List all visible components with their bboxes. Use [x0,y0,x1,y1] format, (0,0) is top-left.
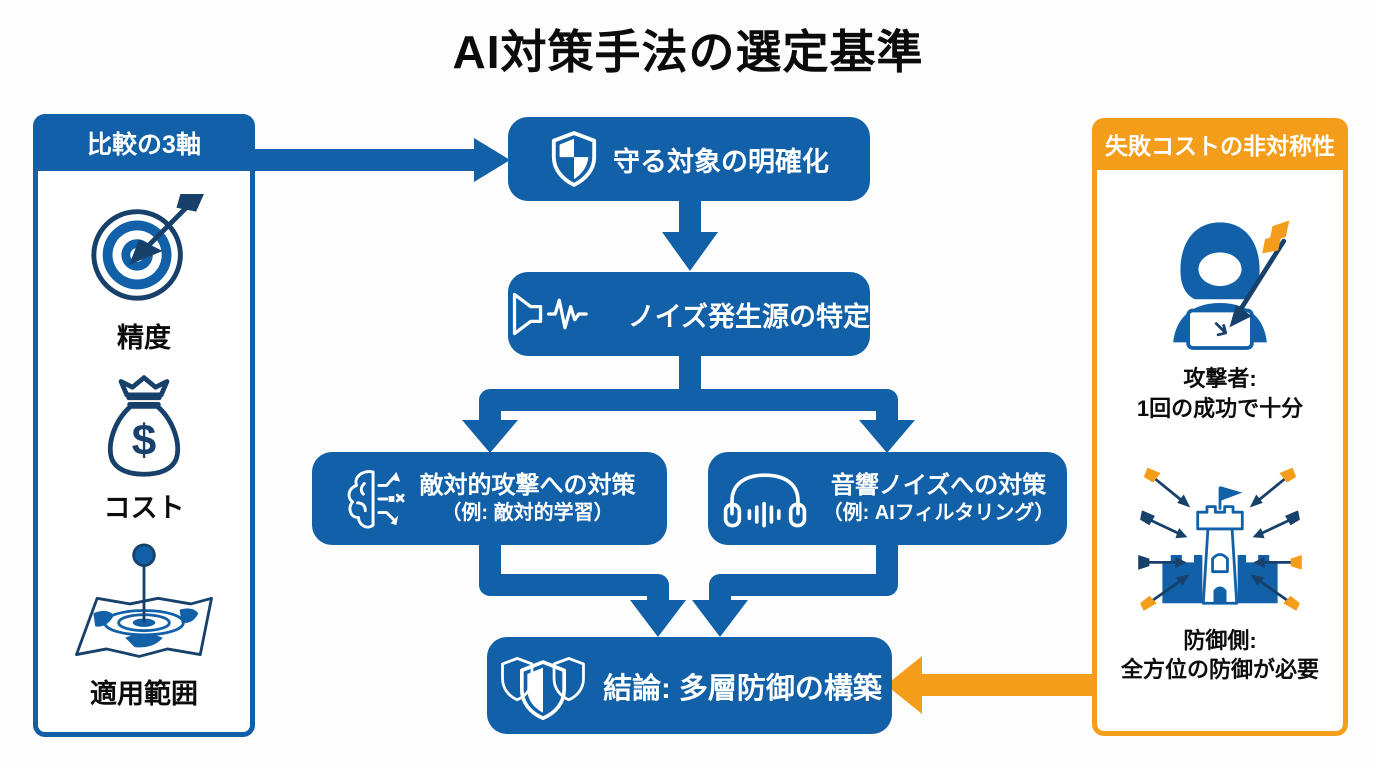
headphones-icon [723,472,806,527]
axis-item-cost: $ コスト [96,370,192,525]
arrow-right-panel-to-conclusion [886,656,1094,714]
multi-shield-icon [501,656,586,720]
left-panel-body: 精度 $ コスト [33,171,255,737]
split-arrowhead-left [462,420,518,453]
arrow-step1-to-step2 [662,201,718,271]
page-title: AI対策手法の選定基準 [452,26,924,78]
left-panel: 比較の3軸 精度 [33,114,255,737]
axis-item-accuracy: 精度 [80,192,208,355]
flow-branch-text: 敵対的攻撃への対策 （例: 敵対的学習） [420,471,636,526]
merge-connector-left [479,545,669,601]
flow-step-clarify-target: 守る対象の明確化 [508,117,870,201]
split-connector-bar [479,389,898,424]
axis-label: 精度 [117,323,171,353]
merge-arrowhead-left [630,600,686,637]
svg-text:$: $ [132,416,156,465]
risk-label-line1: 防御側: [1183,627,1257,653]
brain-circuit-icon [347,469,405,529]
target-icon [91,193,204,301]
money-bag-icon: $ [108,375,180,477]
risk-label: 攻撃者: 1回の成功で十分 [1137,364,1303,423]
axis-label: コスト [103,493,185,523]
shield-icon [551,131,597,187]
flow-conclusion: 結論: 多層防御の構築 [487,637,892,734]
speaker-wave-icon [512,292,588,336]
risk-item-attacker: 攻撃者: 1回の成功で十分 [1137,216,1303,423]
flow-branch-text: 音響ノイズへの対策 （例: AIフィルタリング） [823,471,1055,526]
flow-step-label: 守る対象の明確化 [613,146,829,177]
castle-arrows-icon [1138,467,1302,611]
flow-conclusion-label: 結論: 多層防御の構築 [603,672,882,705]
flow-branch-acoustic: 音響ノイズへの対策 （例: AIフィルタリング） [708,452,1067,545]
axis-label: 適用範囲 [90,679,198,709]
merge-arrowhead-right [692,600,748,637]
arrow-left-panel-to-step1 [253,138,510,182]
left-panel-header: 比較の3軸 [33,114,255,171]
risk-label-line2: 全方位の防御が必要 [1120,657,1319,683]
flow-step-identify-noise: ノイズ発生源の特定 [508,272,870,356]
flow-branch-adversarial: 敵対的攻撃への対策 （例: 敵対的学習） [312,452,667,545]
right-panel-header: 失敗コストの非対称性 [1092,118,1348,170]
risk-label-line1: 攻撃者: [1183,366,1257,392]
map-pin-icon [75,543,213,658]
right-panel-body: 攻撃者: 1回の成功で十分 [1092,170,1348,736]
risk-label: 防御側: 全方位の防御が必要 [1121,626,1319,685]
hacker-icon [1173,220,1290,350]
flow-branch-label: 敵対的攻撃への対策 [419,472,636,499]
risk-label-line2: 1回の成功で十分 [1136,395,1304,421]
flow-step-label: ノイズ発生源の特定 [627,301,870,332]
risk-item-defender: 防御側: 全方位の防御が必要 [1121,462,1319,685]
flow-branch-label: 音響ノイズへの対策 [830,472,1047,499]
merge-connector-right [709,545,898,601]
axis-item-scope: 適用範囲 [69,540,219,711]
split-arrowhead-right [859,420,915,453]
flow-branch-sublabel: （例: 敵対的学習） [441,502,614,524]
flow-branch-sublabel: （例: AIフィルタリング） [822,502,1055,524]
right-panel: 失敗コストの非対称性 攻撃者: 1回の成功で十分 [1092,118,1348,736]
